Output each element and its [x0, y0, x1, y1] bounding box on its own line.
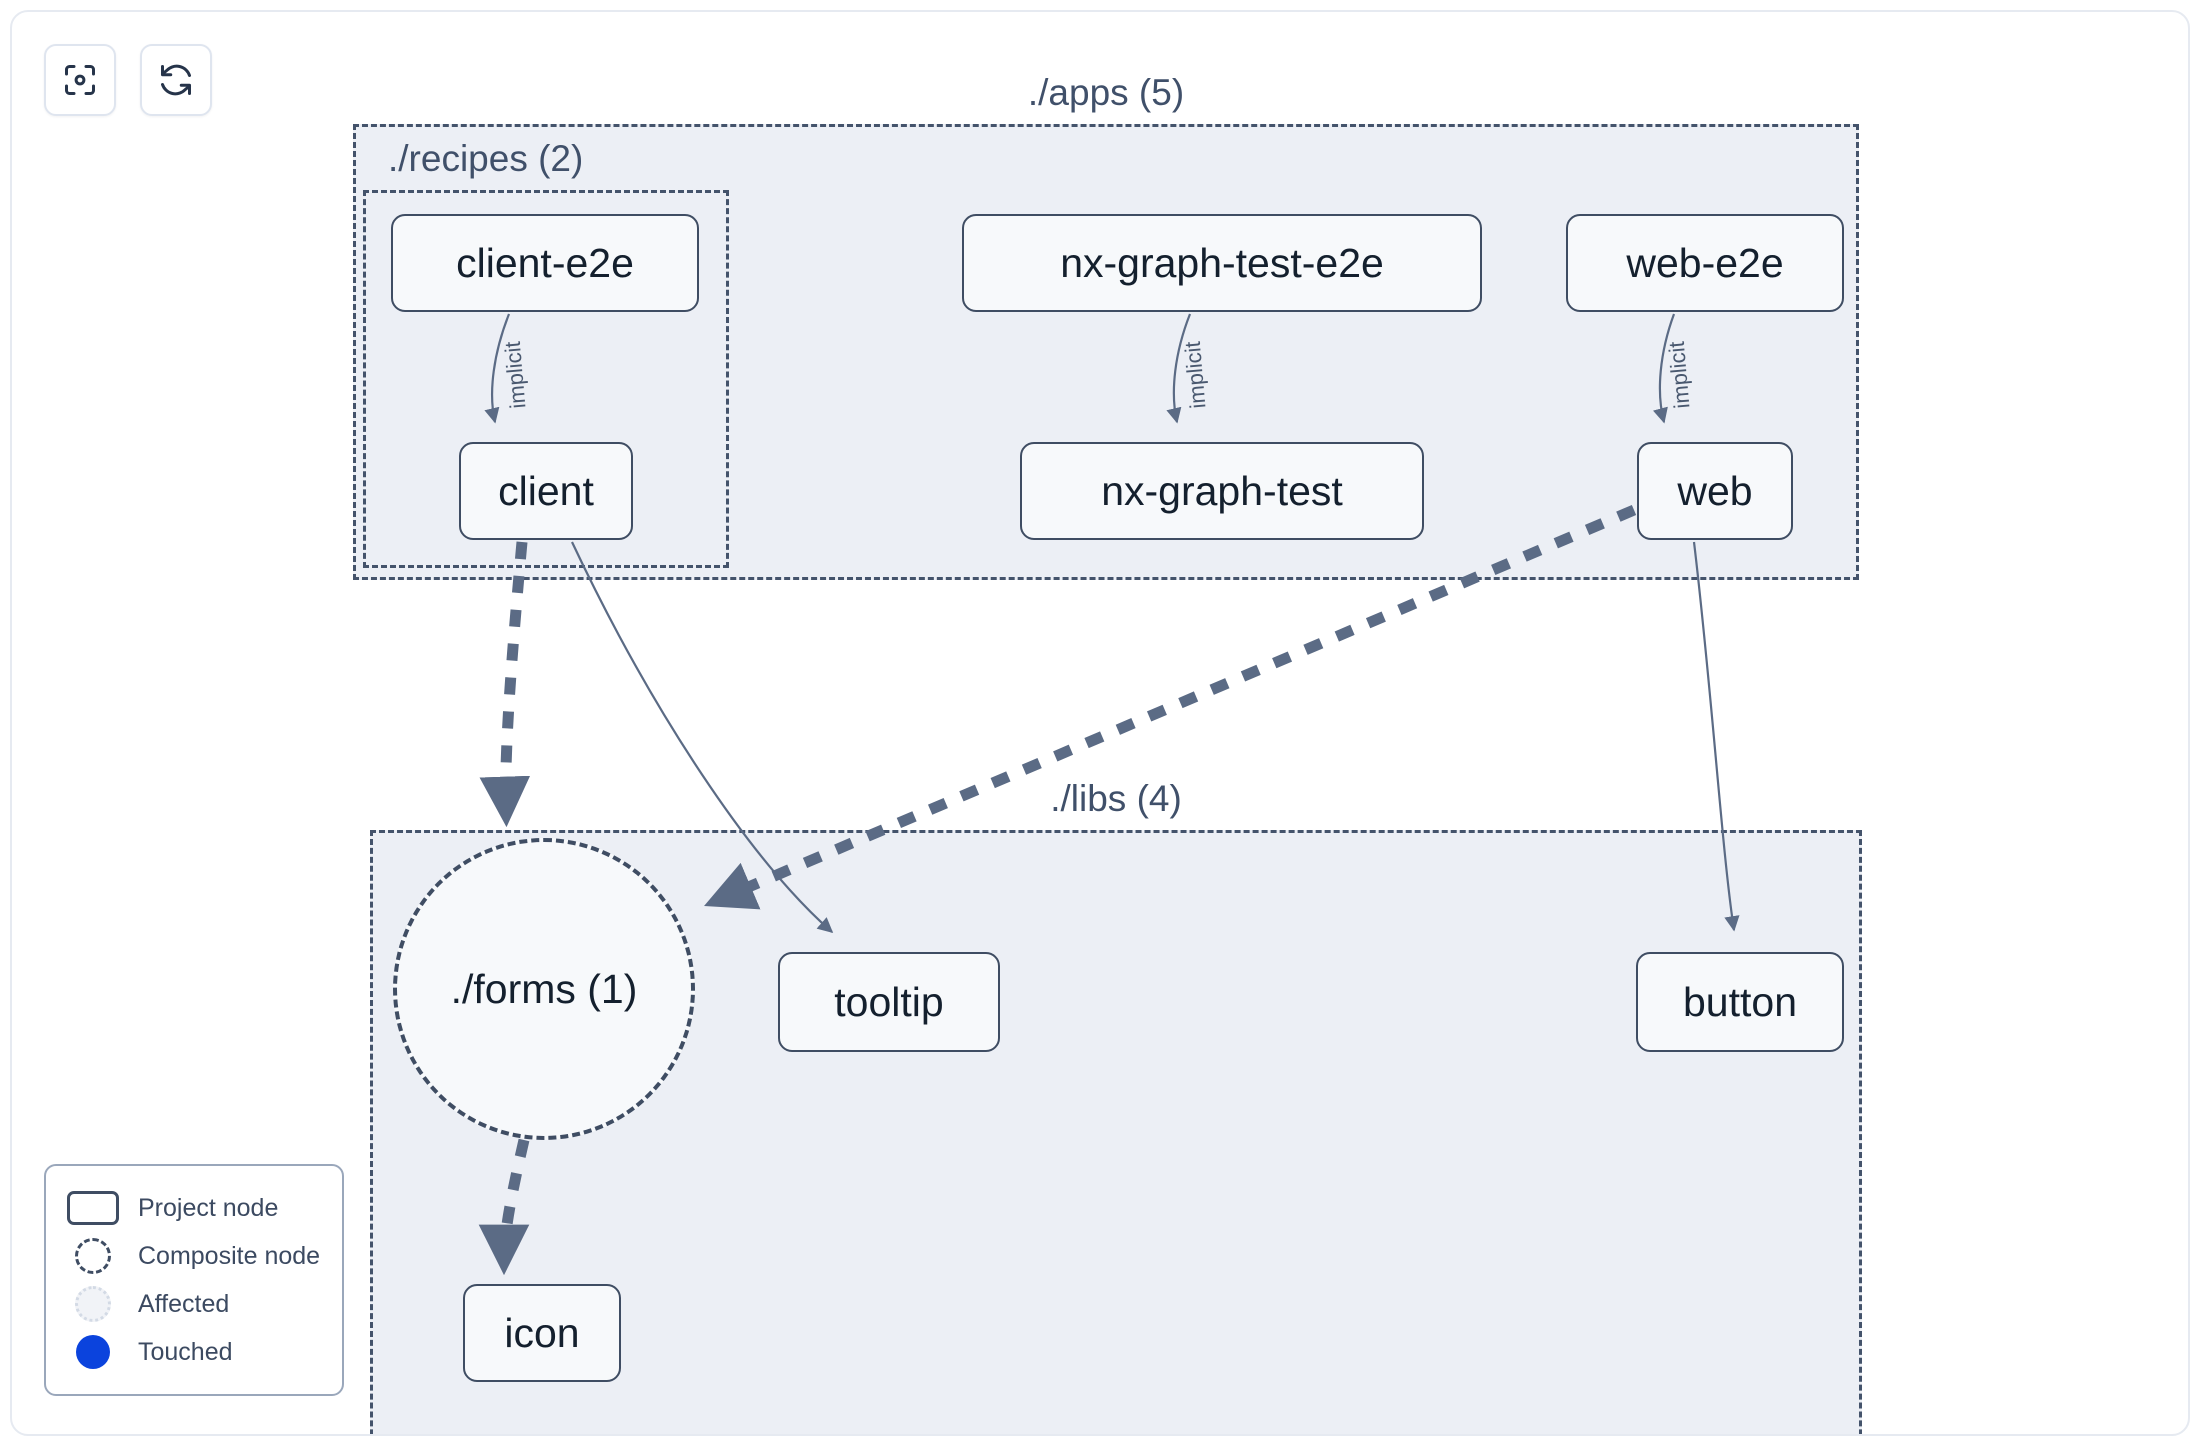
legend-item-label: Project node	[138, 1193, 279, 1222]
node-nx-graph-test[interactable]: nx-graph-test	[1020, 442, 1424, 540]
legend-item-composite: Composite node	[66, 1232, 322, 1280]
node-tooltip[interactable]: tooltip	[778, 952, 1000, 1052]
node-label: tooltip	[834, 978, 944, 1025]
node-label: icon	[504, 1309, 580, 1356]
node-label: nx-graph-test	[1101, 467, 1343, 514]
group-label-libs: ./libs (4)	[1050, 778, 1182, 819]
focus-scan-icon	[62, 62, 98, 98]
refresh-icon	[158, 62, 194, 98]
group-label-apps: ./apps (5)	[1027, 72, 1185, 113]
project-graph-frame: ./apps (5) ./recipes (2) ./libs (4)	[10, 10, 2190, 1436]
legend-item-label: Touched	[138, 1337, 233, 1366]
composite-node-icon	[66, 1238, 120, 1274]
legend-item-label: Composite node	[138, 1241, 321, 1270]
node-forms-composite[interactable]: ./forms (1)	[393, 838, 695, 1140]
node-label: ./forms (1)	[450, 965, 638, 1012]
node-label: client-e2e	[456, 239, 634, 286]
legend-item-label: Affected	[138, 1289, 230, 1318]
legend-item-affected: Affected	[66, 1280, 322, 1328]
graph-toolbar	[44, 44, 212, 116]
edge-client-forms	[479, 541, 531, 828]
node-label: button	[1683, 978, 1797, 1025]
node-button[interactable]: button	[1636, 952, 1844, 1052]
group-label-recipes: ./recipes (2)	[388, 138, 584, 179]
focus-graph-button[interactable]	[44, 44, 116, 116]
node-label: web	[1677, 467, 1753, 514]
graph-legend: Project node Composite node Affected Tou…	[44, 1164, 344, 1396]
node-label: nx-graph-test-e2e	[1060, 239, 1384, 286]
project-node-icon	[66, 1190, 120, 1226]
node-label: web-e2e	[1626, 239, 1784, 286]
node-web-e2e[interactable]: web-e2e	[1566, 214, 1844, 312]
node-nx-graph-test-e2e[interactable]: nx-graph-test-e2e	[962, 214, 1482, 312]
node-label: client	[498, 467, 594, 514]
legend-item-touched: Touched	[66, 1328, 322, 1376]
legend-item-project: Project node	[66, 1184, 322, 1232]
graph-canvas[interactable]: ./apps (5) ./recipes (2) ./libs (4)	[12, 12, 2188, 1434]
node-icon[interactable]: icon	[463, 1284, 621, 1382]
touched-node-icon	[66, 1334, 120, 1370]
node-client-e2e[interactable]: client-e2e	[391, 214, 699, 312]
node-web[interactable]: web	[1637, 442, 1793, 540]
refresh-graph-button[interactable]	[140, 44, 212, 116]
node-client[interactable]: client	[459, 442, 633, 540]
affected-node-icon	[66, 1286, 120, 1322]
